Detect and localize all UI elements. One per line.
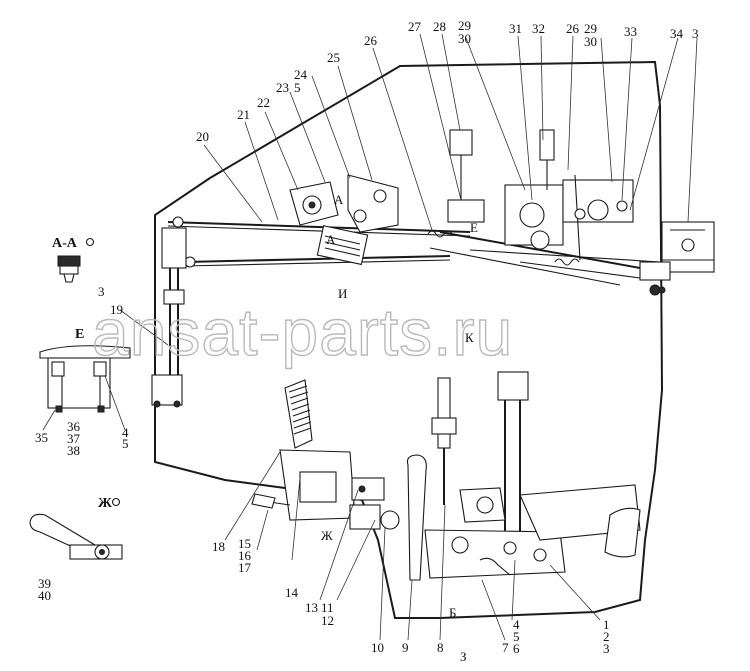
callout-2: 2 xyxy=(603,629,610,644)
callout-11: 11 xyxy=(321,600,334,615)
callout-3-b: 3 xyxy=(603,641,610,656)
callout-20: 20 xyxy=(196,129,209,144)
leader-lines xyxy=(42,33,698,641)
callout-3-top: 3 xyxy=(692,26,699,41)
callout-7: 7 xyxy=(502,640,509,655)
view-label-zh: Ж xyxy=(321,528,333,543)
view-label-z: З xyxy=(460,649,467,664)
callout-40: 40 xyxy=(38,588,51,603)
callout-15: 15 xyxy=(238,536,251,551)
accelerator-pedal xyxy=(251,379,400,530)
callout-35: 35 xyxy=(35,430,48,445)
callout-29-a: 29 xyxy=(458,18,471,33)
center-mechanism xyxy=(447,129,634,261)
callout-6-b: 6 xyxy=(513,641,520,656)
view-label-k: К xyxy=(465,330,474,345)
section-mark-a-lower: А xyxy=(326,232,336,247)
gear-lever-assembly xyxy=(406,371,641,581)
callout-33: 33 xyxy=(624,24,637,39)
callout-31: 31 xyxy=(509,21,522,36)
callout-32: 32 xyxy=(532,21,545,36)
upper-rod-assembly xyxy=(167,216,661,286)
callout-10: 10 xyxy=(371,640,384,655)
callout-30-b: 30 xyxy=(584,34,597,49)
callout-27: 27 xyxy=(408,19,422,34)
callout-30-a: 30 xyxy=(458,31,471,46)
detail-e xyxy=(39,345,131,413)
callout-4-e: 4 xyxy=(122,425,129,440)
callout-29-b: 29 xyxy=(584,21,597,36)
callout-19: 19 xyxy=(110,302,123,317)
callout-39: 39 xyxy=(38,576,51,591)
detail-zh xyxy=(29,497,123,560)
callout-26: 26 xyxy=(364,33,378,48)
view-label-b: Б xyxy=(449,605,456,620)
callout-1: 1 xyxy=(603,617,610,632)
view-label-i: И xyxy=(338,286,347,301)
section-label-aa: А-А xyxy=(52,236,78,251)
callout-3-aa: 3 xyxy=(98,284,105,299)
callout-36: 36 xyxy=(67,419,81,434)
callout-24: 24 xyxy=(294,67,308,82)
callout-34: 34 xyxy=(670,26,684,41)
callout-38: 38 xyxy=(67,443,80,458)
callout-22: 22 xyxy=(257,95,270,110)
section-mark-a-upper: А xyxy=(334,192,344,207)
callout-25: 25 xyxy=(327,50,340,65)
watermark-text: ansat-parts.ru xyxy=(92,295,513,369)
callout-5-top: 5 xyxy=(294,80,301,95)
callout-9: 9 xyxy=(402,640,409,655)
callout-28: 28 xyxy=(433,19,446,34)
callout-14: 14 xyxy=(285,585,299,600)
right-bracket-3 xyxy=(639,221,715,296)
detail-aa xyxy=(57,237,95,283)
section-label-e: Е xyxy=(75,327,84,342)
callout-4-b: 4 xyxy=(513,617,520,632)
callout-26-b: 26 xyxy=(566,21,580,36)
callout-21: 21 xyxy=(237,107,250,122)
callout-16: 16 xyxy=(238,548,252,563)
callout-17: 17 xyxy=(238,560,252,575)
callout-5-e: 5 xyxy=(122,436,129,451)
callout-8: 8 xyxy=(437,640,444,655)
callout-5-b: 5 xyxy=(513,629,520,644)
callout-23: 23 xyxy=(276,80,289,95)
callout-37: 37 xyxy=(67,431,81,446)
callout-18: 18 xyxy=(212,539,225,554)
callout-13: 13 xyxy=(305,600,318,615)
callout-12: 12 xyxy=(321,613,334,628)
section-label-zh: Ж xyxy=(98,496,112,511)
lever-bracket-22 xyxy=(289,174,399,266)
section-mark-e: Е xyxy=(470,220,478,235)
vertical-rod-19 xyxy=(151,227,187,408)
